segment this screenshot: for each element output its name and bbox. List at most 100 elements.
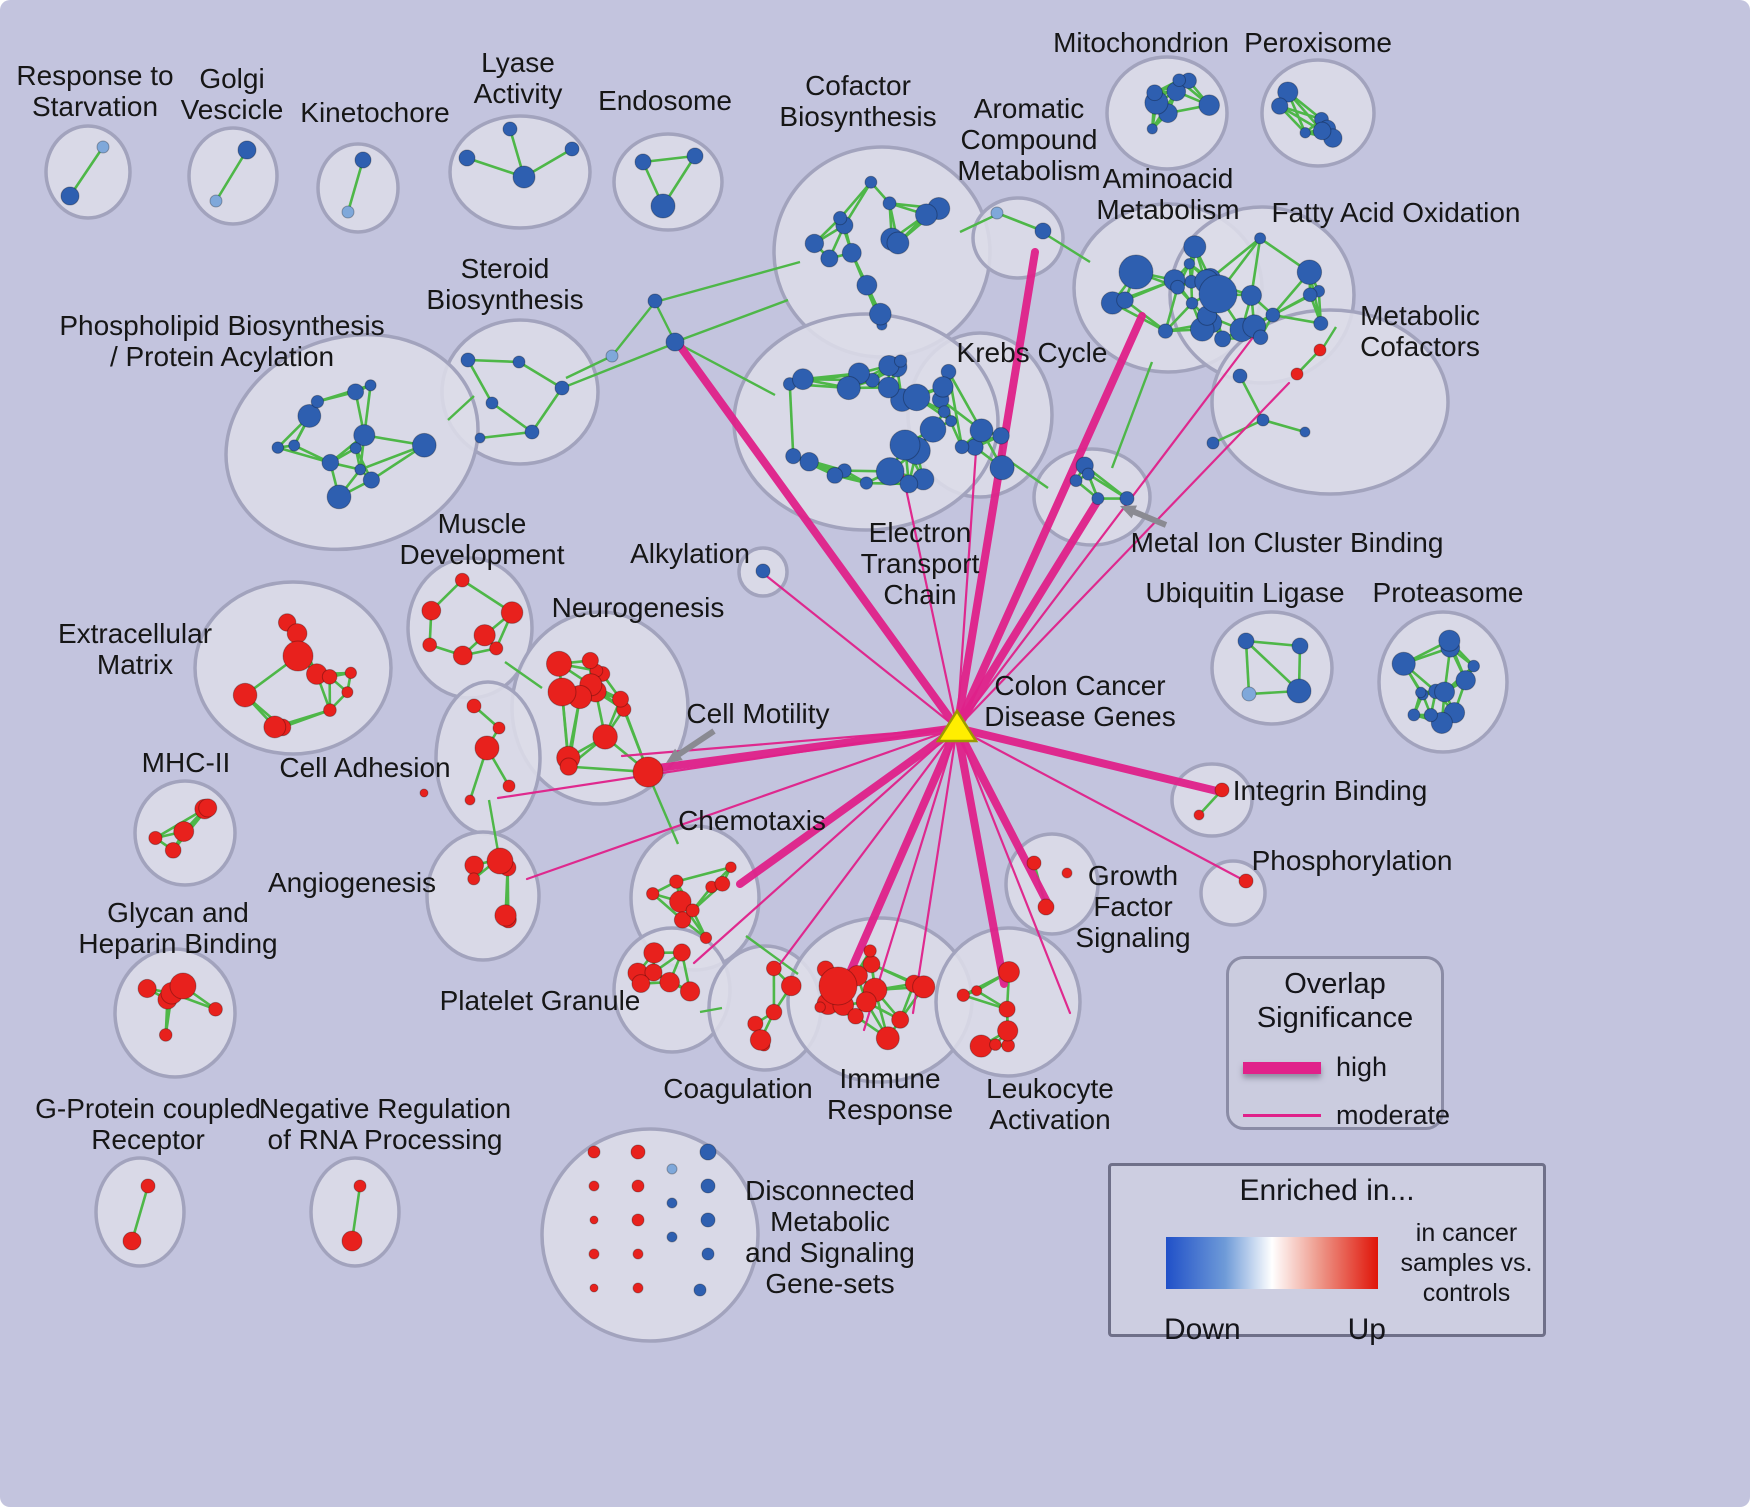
overlap-significance-legend: Overlap Significance high moderate xyxy=(1226,956,1450,1130)
gene-set-node-steroid-biosynthesis xyxy=(474,432,486,444)
gene-set-node-leukocyte-activation xyxy=(956,988,970,1002)
gene-set-node-aromatic-compound-metabolism xyxy=(990,206,1004,220)
gene-set-node-leukocyte-activation xyxy=(971,985,983,997)
gene-set-node-neurogenesis xyxy=(545,650,573,677)
gene-set-node-chemotaxis xyxy=(646,886,660,901)
gene-set-node-peroxisome xyxy=(1299,127,1311,139)
gene-set-node-growth-factor-signaling xyxy=(1037,898,1055,916)
cluster-metabolic-cofactors xyxy=(1210,308,1450,496)
gene-set-node-electron-transport-chain xyxy=(799,452,819,472)
inter-cluster-edge xyxy=(745,935,799,975)
overlap-edge-moderate xyxy=(692,726,959,965)
gene-set-node-chemotaxis xyxy=(685,903,700,918)
gene-set-node-proteasome xyxy=(1455,670,1476,691)
gene-set-node-disconnected-gene-sets xyxy=(700,1178,716,1194)
gene-set-node-electron-transport-chain xyxy=(937,405,951,419)
gene-set-node-electron-transport-chain xyxy=(836,375,861,401)
gene-set-node-golgi-vescicle xyxy=(209,194,223,208)
gene-set-node-electron-transport-chain xyxy=(785,448,802,465)
moderate-significance-line xyxy=(1243,1114,1321,1117)
gene-set-node-platelet-granule xyxy=(643,942,665,964)
gene-set-node-proteasome xyxy=(1434,681,1456,703)
gene-set-node-neurogenesis xyxy=(632,756,664,788)
gene-set-node-leukocyte-activation xyxy=(969,1034,993,1058)
gene-set-node-fatty-acid-oxidation xyxy=(1302,287,1318,303)
gene-set-node-electron-transport-chain xyxy=(899,474,919,494)
gene-set-node-aminoacid-metabolism xyxy=(1116,291,1134,310)
gene-set-edge xyxy=(1244,640,1251,695)
gene-set-node-lyase-activity xyxy=(512,165,536,189)
gene-set-node-phosphorylation xyxy=(1238,873,1254,889)
gene-set-node-disconnected-gene-sets xyxy=(630,1144,646,1160)
gene-set-node-metabolic-cofactors xyxy=(1232,368,1248,384)
label-endosome: Endosome xyxy=(598,85,732,116)
gene-set-node-cofactor-biosynthesis xyxy=(886,231,910,255)
gene-set-node-endosome xyxy=(650,193,676,219)
gene-set-node-platelet-granule xyxy=(644,963,663,982)
label-alkylation: Alkylation xyxy=(630,538,750,569)
cluster-kinetochore xyxy=(316,142,400,234)
enriched-in-legend: Enriched in... in cancer samples vs. con… xyxy=(1108,1163,1546,1346)
gene-set-node-muscle-development xyxy=(421,600,442,621)
gene-set-node-extracellular-matrix xyxy=(341,686,354,699)
gene-set-node-leukocyte-activation xyxy=(989,1038,1002,1051)
enriched-legend-title: Enriched in... xyxy=(1239,1174,1415,1207)
gene-set-node-electron-transport-chain xyxy=(932,376,954,398)
gene-set-node-disconnected-gene-sets xyxy=(589,1283,599,1293)
nodes-layer xyxy=(60,72,1480,1297)
gene-set-edge xyxy=(788,383,795,457)
inter-cluster-edge xyxy=(654,260,801,304)
gene-set-node-glycan-heparin-binding xyxy=(137,978,157,999)
gene-set-node-electron-transport-chain xyxy=(945,415,958,428)
gene-set-node-lyase-activity xyxy=(564,141,580,157)
inter-cluster-edge xyxy=(699,1006,723,1014)
label-phospholipid-biosynthesis: Phospholipid Biosynthesis/ Protein Acyla… xyxy=(59,310,384,372)
label-integrin-binding: Integrin Binding xyxy=(1233,775,1428,806)
gene-set-node-steroid-biosynthesis xyxy=(554,380,570,396)
gene-set-node-phospholipid-biosynthesis xyxy=(349,442,362,455)
high-significance-line xyxy=(1243,1061,1321,1074)
gene-set-node-metal-ion-cluster-binding xyxy=(1081,467,1095,481)
gene-set-node-endosome xyxy=(686,147,704,165)
inter-cluster-edge xyxy=(1041,230,1091,264)
gene-set-node-kinetochore xyxy=(354,151,372,169)
gene-set-edge xyxy=(1245,640,1300,692)
gene-set-node-cofactor-biosynthesis xyxy=(804,233,825,254)
junction-node xyxy=(605,349,619,363)
gene-set-node-negative-regulation-rna xyxy=(341,1230,363,1252)
gene-set-node-disconnected-gene-sets xyxy=(588,1180,600,1192)
gene-set-node-immune-response xyxy=(847,1007,864,1025)
gene-set-node-cofactor-biosynthesis xyxy=(914,203,938,227)
gene-set-node-metabolic-cofactors xyxy=(1299,426,1311,438)
gene-set-node-cell-adhesion xyxy=(466,698,482,714)
junction-node xyxy=(647,293,663,309)
gene-set-node-electron-transport-chain xyxy=(902,383,931,412)
inter-layer xyxy=(447,212,1338,1014)
gene-set-node-coagulation xyxy=(765,1003,783,1021)
gene-set-node-disconnected-gene-sets xyxy=(700,1212,716,1228)
gene-set-node-fatty-acid-oxidation xyxy=(1313,315,1329,331)
gene-set-node-glycan-heparin-binding xyxy=(169,972,197,1000)
gene-set-node-proteasome xyxy=(1415,686,1427,699)
gene-set-node-immune-response xyxy=(875,1026,900,1051)
gene-set-node-aminoacid-metabolism xyxy=(1118,254,1154,290)
gene-set-node-peroxisome xyxy=(1277,81,1299,103)
gene-set-node-muscle-development xyxy=(473,624,496,647)
gene-set-node-phospholipid-biosynthesis xyxy=(353,424,376,447)
label-krebs-cycle: Krebs Cycle xyxy=(957,337,1108,368)
overlap-edge-moderate xyxy=(900,468,959,730)
enrichment-gradient-bar xyxy=(1166,1237,1378,1289)
gene-set-node-disconnected-gene-sets xyxy=(589,1215,599,1225)
top-layer xyxy=(666,505,1168,763)
gene-set-node-extracellular-matrix xyxy=(286,623,308,644)
gene-set-node-angiogenesis xyxy=(464,855,485,876)
gene-set-node-golgi-vescicle xyxy=(237,140,257,160)
gene-set-node-phospholipid-biosynthesis xyxy=(326,484,352,510)
